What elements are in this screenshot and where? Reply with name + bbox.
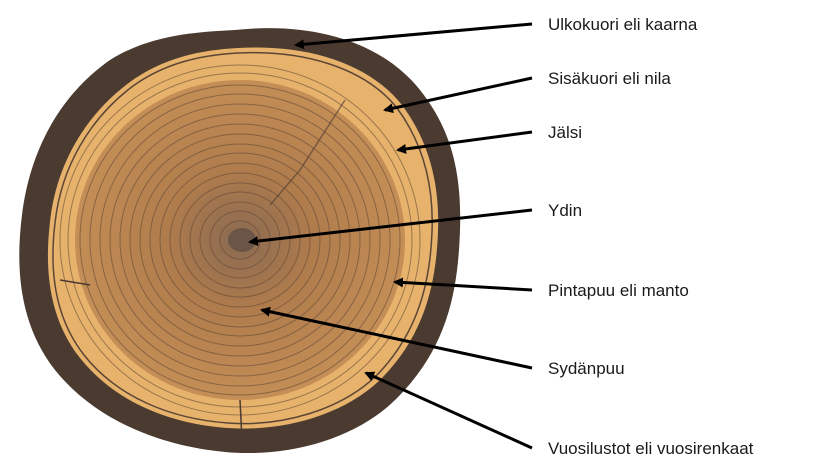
- labels: Ulkokuori eli kaarna Sisäkuori eli nila …: [548, 15, 754, 458]
- arrow-bark: [296, 24, 532, 45]
- label-heartwood: Sydänpuu: [548, 359, 625, 378]
- label-bark: Ulkokuori eli kaarna: [548, 15, 698, 34]
- label-rings: Vuosilustot eli vuosirenkaat: [548, 439, 754, 458]
- pith: [228, 228, 256, 252]
- label-bast: Sisäkuori eli nila: [548, 69, 671, 88]
- arrow-rings: [366, 373, 532, 448]
- label-sapwood: Pintapuu eli manto: [548, 281, 689, 300]
- label-cambium: Jälsi: [548, 123, 582, 142]
- label-pith: Ydin: [548, 201, 582, 220]
